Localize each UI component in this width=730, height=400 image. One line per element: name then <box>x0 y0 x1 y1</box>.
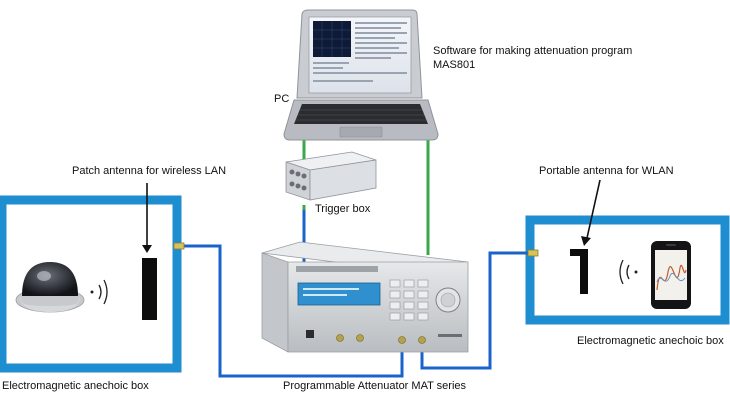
dome-camera-icon <box>15 262 85 313</box>
portable-antenna-arrowhead <box>581 236 591 246</box>
connector-right <box>527 249 539 257</box>
connector-left <box>173 242 185 250</box>
portable-antenna-pointer <box>586 179 601 239</box>
anechoic-box-left-label: Electromagnetic anechoic box <box>2 380 149 392</box>
anechoic-box-right <box>525 215 730 325</box>
smartphone-icon <box>651 241 691 309</box>
pc-label: PC <box>274 93 290 105</box>
signal-waves-icon <box>90 279 108 305</box>
portable-antenna-label: Portable antenna for WLAN <box>539 165 674 177</box>
patch-antenna <box>142 258 157 320</box>
patch-antenna-label: Patch antenna for wireless LAN <box>72 165 227 177</box>
anechoic-box-left <box>0 195 182 373</box>
software-label-line1: Software for making attenuation program <box>433 45 633 57</box>
trigger-box-label: Trigger box <box>315 203 371 215</box>
attenuator-label: Programmable Attenuator MAT series <box>283 380 467 392</box>
software-label: Software for making attenuation program … <box>433 44 632 72</box>
attenuator-icon <box>261 241 469 353</box>
laptop-icon <box>283 9 439 141</box>
patch-antenna-arrowhead <box>142 245 152 253</box>
trigger-box-icon <box>285 151 377 201</box>
software-label-line2: MAS801 <box>433 59 476 71</box>
portable-antenna <box>570 249 588 294</box>
signal-waves-icon <box>619 259 638 285</box>
anechoic-box-right-label: Electromagnetic anechoic box <box>577 335 724 347</box>
